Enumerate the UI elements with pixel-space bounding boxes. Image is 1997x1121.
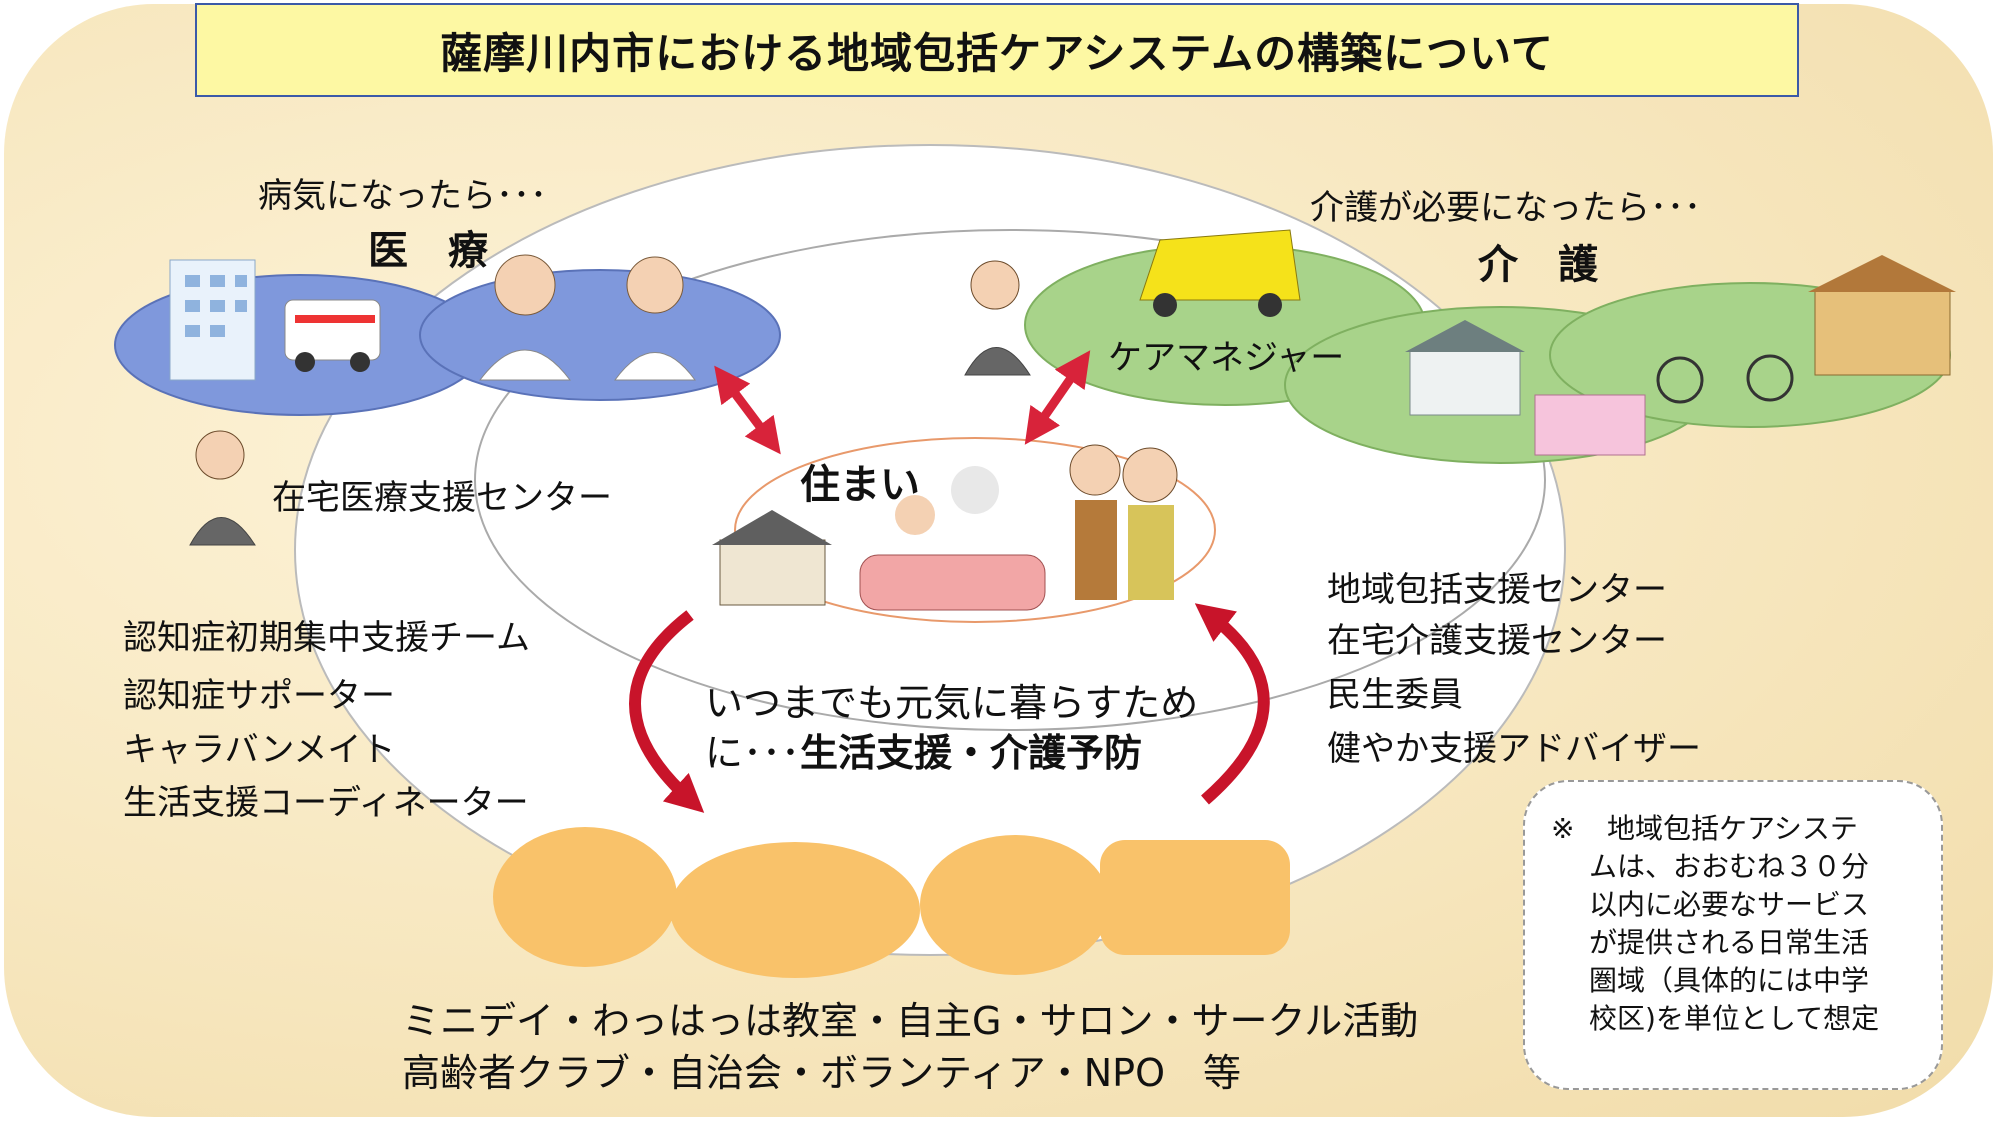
activity-box-4: [1100, 840, 1290, 955]
curved-arrow-left: [629, 610, 705, 813]
home-medical-center-label: 在宅医療支援センター: [272, 478, 612, 518]
activity-circle-3: [920, 835, 1110, 975]
note-line: ムは、おおむね３０分: [1589, 850, 1870, 883]
support-line2: に･･･生活支援・介護予防: [705, 722, 1142, 777]
nurse-icon: [614, 256, 696, 381]
elderly-couple-icon: [1069, 444, 1178, 600]
right-list-item: 健やか支援アドバイザー: [1327, 729, 1701, 769]
activities-line1: ミニデイ・わっはっは教室・自主G・サロン・サークル活動: [402, 999, 1419, 1043]
right-list-item: 地域包括支援センター: [1327, 570, 1667, 610]
support-line1: いつまでも元気に暮らすため: [705, 681, 1199, 725]
care-heading: 介 護: [1478, 242, 1598, 288]
right-list-item: 民生委員: [1327, 675, 1463, 715]
activities-line2: 高齢者クラブ・自治会・ボランティア・NPO 等: [402, 1051, 1241, 1095]
nursing-home-icon: [1808, 255, 1956, 376]
left-list-item: 認知症サポーター: [123, 676, 395, 716]
note-mark: ※: [1551, 812, 1575, 845]
medical-intro: 病気になったら･･･: [258, 176, 547, 216]
hospital-icon: [169, 259, 256, 381]
activity-circle-2: [670, 842, 920, 978]
note-first-line: 地域包括ケアシステ: [1607, 812, 1858, 845]
right-list-item: 在宅介護支援センター: [1327, 621, 1667, 661]
note-line: 校区)を単位として想定: [1589, 1002, 1880, 1035]
medical-coordinator-icon: [189, 430, 256, 546]
activity-circle-1: [493, 827, 677, 967]
left-list-item: 認知症初期集中支援チーム: [123, 618, 530, 658]
medical-heading: 医 療: [368, 228, 488, 274]
wheelchair-icon: [1656, 354, 1794, 404]
left-list-item: キャラバンメイト: [123, 730, 396, 770]
left-list-item: 生活支援コーディネーター: [123, 783, 529, 823]
ambulance-icon: [284, 299, 381, 372]
note-line: 以内に必要なサービス: [1589, 888, 1870, 921]
curved-arrow-right: [1194, 603, 1270, 805]
care-van-icon: [1139, 229, 1301, 317]
note-line: が提供される日常生活: [1589, 926, 1870, 959]
care-manager-label: ケアマネジャー: [1108, 338, 1345, 378]
support-line2-bold: 生活支援・介護予防: [800, 731, 1143, 775]
care-intro: 介護が必要になったら･･･: [1310, 188, 1701, 228]
support-line2-prefix: に･･･: [705, 731, 801, 775]
bath-icon: [1534, 394, 1646, 456]
note-box: ※ 地域包括ケアシステ ムは、おおむね３０分 以内に必要なサービス が提供される…: [1523, 780, 1943, 1090]
care-worker-icon: [964, 260, 1031, 376]
note-line: 圏域（具体的には中学: [1589, 964, 1870, 997]
doctor-icon: [478, 254, 572, 381]
sofa-family-icon: [859, 466, 1046, 611]
housing-label: 住まい: [800, 462, 920, 508]
arrow-medical-housing: [714, 365, 781, 455]
house-icon: [712, 510, 832, 606]
arrow-care-housing: [1024, 350, 1091, 445]
inner-ellipse: [474, 229, 1546, 731]
care-facility-icon: [1405, 320, 1525, 416]
page-title: 薩摩川内市における地域包括ケアシステムの構築について: [195, 3, 1799, 97]
